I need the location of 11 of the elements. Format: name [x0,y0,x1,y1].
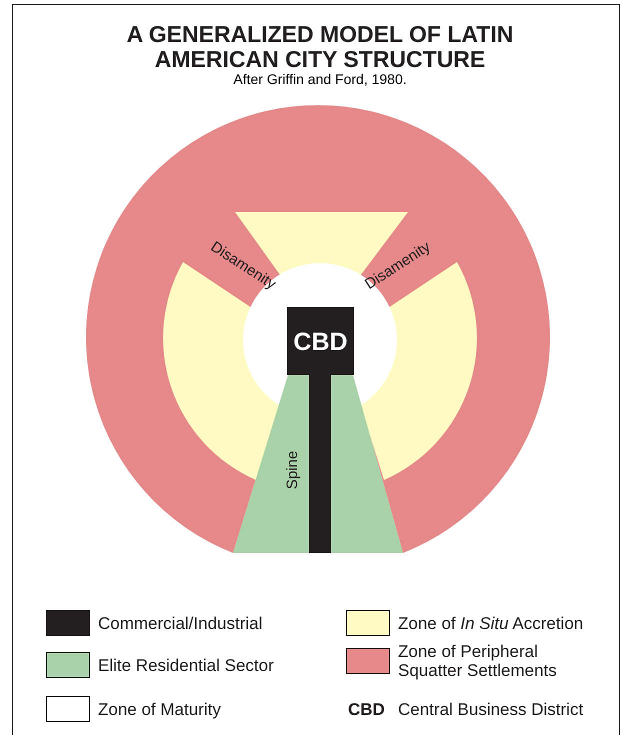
abbreviation-label: CBD [348,700,385,719]
legend-label: Zone of Maturity [98,700,222,718]
legend-label: Zone of Peripheral Squatter Settlements [398,642,558,680]
cbd-block: CBD [287,307,354,375]
caption: After Griffin and Ford, 1980. [232,71,408,87]
title: A GENERALIZED MODEL OF LATIN AMERICAN CITY STRUCTURE [126,22,514,72]
legend-label: Commercial/Industrial [98,614,264,632]
spine-label: Spine [284,450,301,490]
legend-label: Central Business District [398,700,584,718]
legend-label: Zone of In Situ Accretion [398,614,584,632]
legend-label: Elite Residential Sector [98,656,275,674]
